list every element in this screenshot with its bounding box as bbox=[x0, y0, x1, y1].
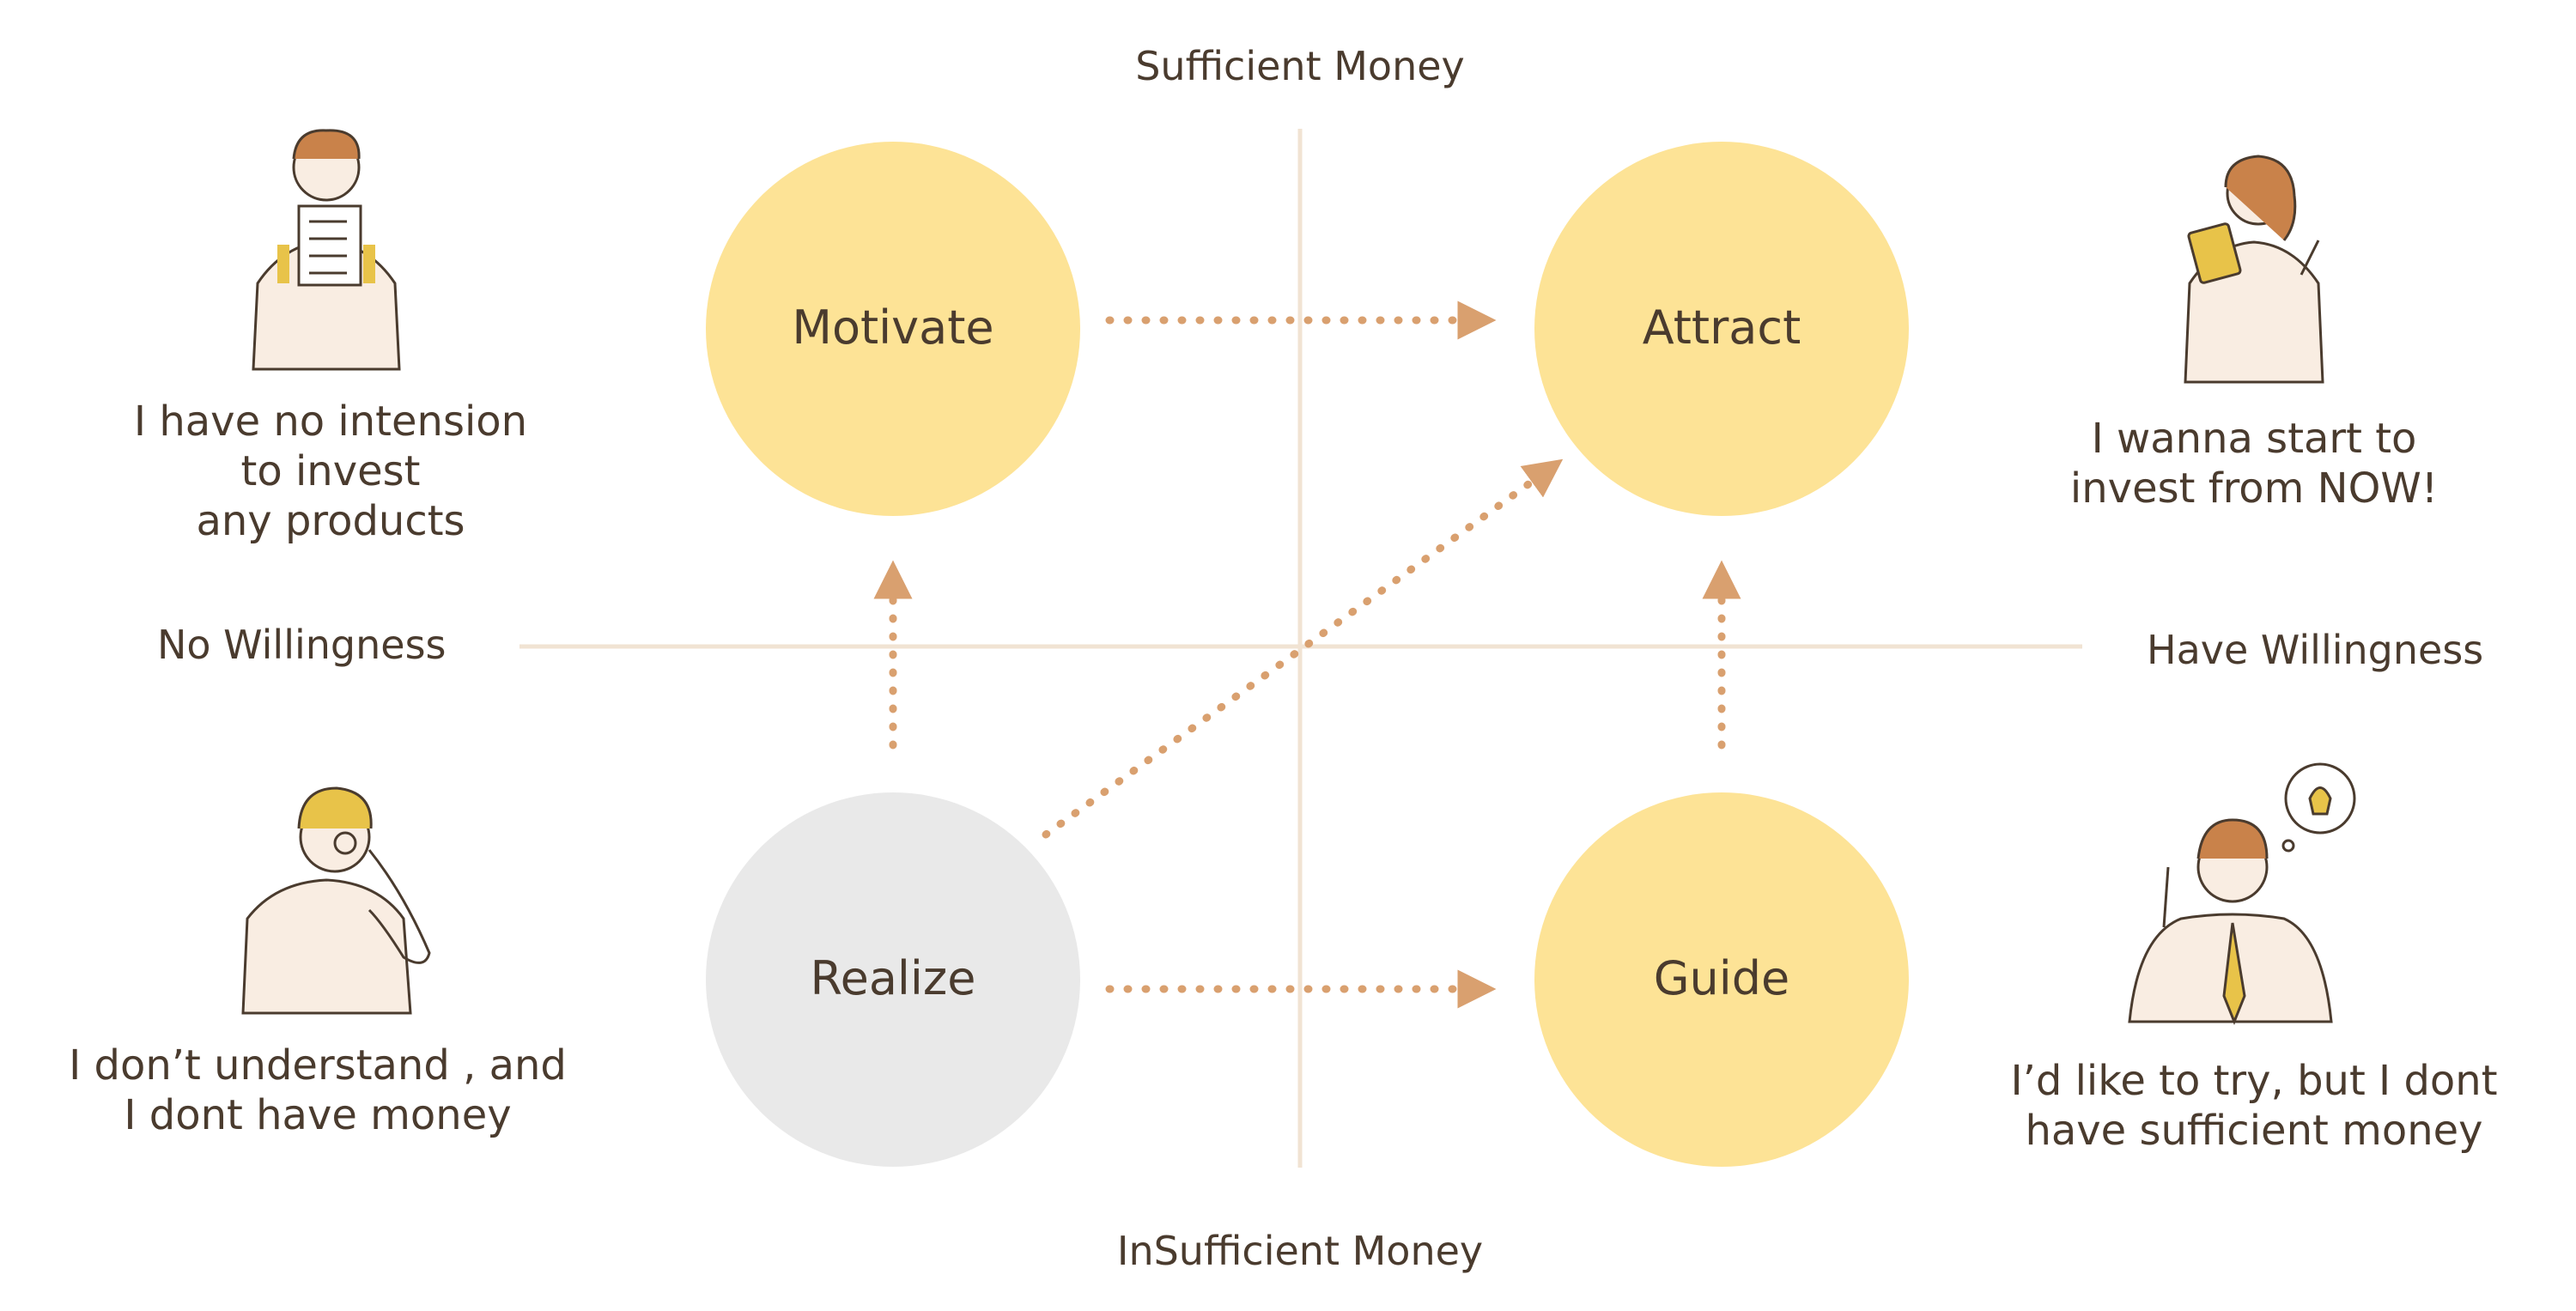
axis-label-bottom: InSufficient Money bbox=[1116, 1228, 1484, 1274]
guide-circle bbox=[1534, 792, 1909, 1167]
persona-caption-top-right: I wanna start to invest from NOW! bbox=[2069, 415, 2439, 513]
woman-holding-money-illustration bbox=[2184, 155, 2324, 384]
persona-caption-top-left: I have no intension to invest any produc… bbox=[133, 398, 528, 545]
businessman-idea-illustration bbox=[2128, 762, 2356, 1026]
attract-circle bbox=[1534, 142, 1909, 516]
attract-label: Attract bbox=[1643, 300, 1801, 355]
axis-label-right: Have Willingness bbox=[2147, 627, 2484, 673]
persona-caption-bottom-right: I’d like to try, but I dont have suffici… bbox=[2010, 1057, 2498, 1155]
student-checklist-illustration bbox=[252, 129, 401, 371]
motivate-circle bbox=[706, 142, 1080, 516]
axis-label-top: Sufficient Money bbox=[1135, 43, 1465, 89]
arrow-realize-to-attract bbox=[1042, 458, 1564, 839]
realize-circle bbox=[706, 792, 1080, 1167]
persona-caption-bottom-left: I don’t understand , and I dont have mon… bbox=[69, 1041, 567, 1139]
realize-label: Realize bbox=[811, 951, 976, 1005]
guide-label: Guide bbox=[1654, 951, 1790, 1005]
confused-man-illustration bbox=[241, 786, 431, 1015]
axis-label-left: No Willingness bbox=[157, 622, 447, 668]
motivate-label: Motivate bbox=[792, 300, 993, 355]
